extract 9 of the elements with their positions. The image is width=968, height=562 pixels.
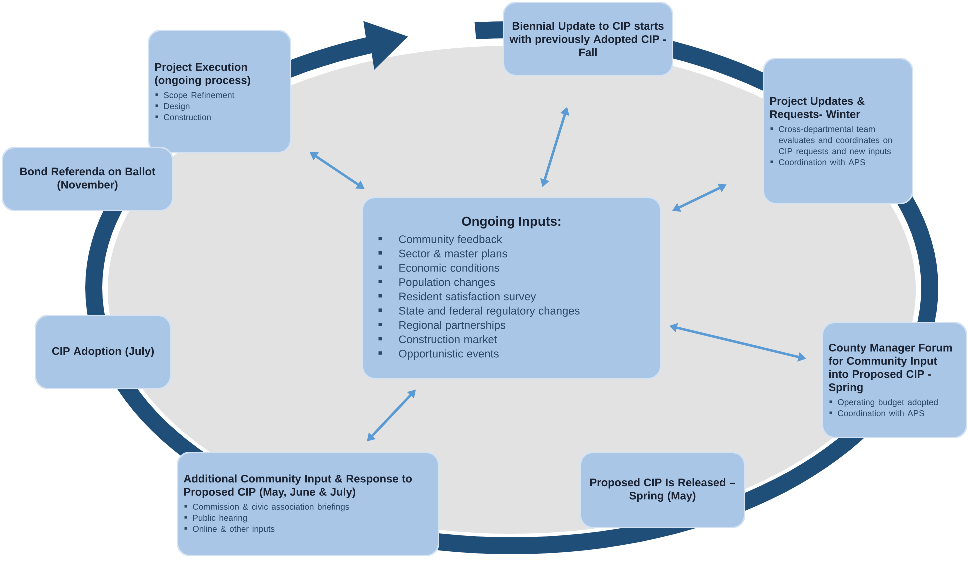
stage-box: Project Updates & Requests- Winter Cross-departmental team evaluates and coordinates on CIP requests and new inputs Coordination with APS xyxy=(763,58,914,204)
stage-box: County Manager Forum for Community Input into Proposed CIP - Spring Operating budget adopted Coordination with APS xyxy=(822,322,968,438)
stage-box: Bond Referenda on Ballot (November) xyxy=(2,147,174,212)
stage-box: CIP Adoption (July) xyxy=(35,315,172,390)
stage-box: Biennial Update to CIP starts with previously Adopted CIP - Fall xyxy=(503,2,674,76)
stage-box: Project Execution (ongoing process) Scope Refinement Design Construction xyxy=(148,30,292,154)
stage-box: Additional Community Input & Response to Proposed CIP (May, June & July) Commission & civic association briefings Public hearing Online & other inputs xyxy=(177,452,440,556)
stage-box: Proposed CIP Is Released – Spring (May) xyxy=(580,452,746,528)
inputs-box: Ongoing Inputs: Community feedback Sector & master plans Economic conditions Population changes Resident satisfaction survey State and federal regulatory changes Regional partnerships Construction market Opportunistic events xyxy=(362,197,662,380)
